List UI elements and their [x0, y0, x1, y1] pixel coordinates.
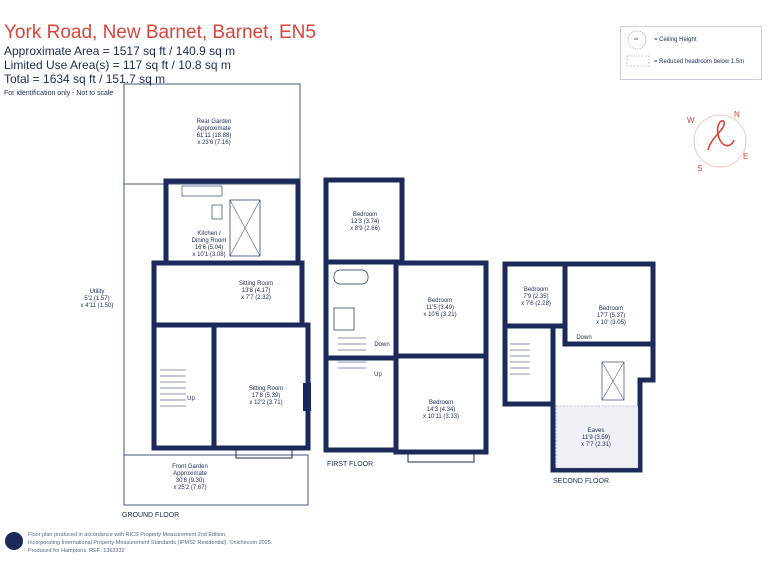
front-garden-outline [123, 454, 309, 506]
stair-label-gf-up: Up [187, 396, 195, 402]
ceiling-height-icon [627, 30, 647, 50]
footer-line-2: Incorporating International Property Mea… [28, 540, 273, 546]
page-title: York Road, New Barnet, Barnet, EN5 [4, 22, 316, 43]
first-bay-window [407, 451, 475, 463]
floor-label-ground: GROUND FLOOR [122, 512, 180, 519]
first-stairs [338, 337, 366, 369]
kitchen-counter [181, 185, 223, 197]
kitchen-hob [211, 204, 223, 220]
second-skylight [601, 361, 625, 401]
kitchen-skylight [229, 199, 261, 257]
stair-label-ff-down: Down [374, 342, 390, 348]
floor-label-first: FIRST FLOOR [327, 461, 374, 468]
ground-stairs [160, 369, 186, 407]
rics-logo-icon [5, 532, 23, 550]
compass-s: S [697, 164, 703, 173]
limited-use-area: Limited Use Area(s) = 117 sq ft / 10.8 s… [4, 58, 231, 72]
ground-floor-walls [151, 178, 311, 451]
second-floor-walls [502, 261, 656, 473]
footer-line-1: Floor plan produced in accordance with R… [28, 532, 227, 538]
compass-n: N [734, 110, 740, 119]
compass-icon [693, 114, 747, 168]
reduced-headroom-label: = Reduced headroom below 1.5m [654, 59, 745, 65]
scale-note: For identification only - Not to scale [4, 90, 114, 97]
shower-icon [333, 307, 355, 331]
approx-area: Approximate Area = 1517 sq ft / 140.9 sq… [4, 44, 236, 58]
ceiling-height-label: = Ceiling Height [654, 37, 697, 43]
legend [620, 26, 762, 80]
stair-label-ff-up: Up [374, 372, 382, 378]
eaves-hatch [555, 405, 639, 469]
compass-w: W [687, 116, 695, 125]
total-area: Total = 1634 sq ft / 151.7 sq m [4, 72, 166, 86]
compass-e: E [743, 152, 749, 161]
ceiling-badge-text: ch [634, 36, 639, 41]
reduced-headroom-icon [626, 55, 650, 67]
second-stairs [510, 343, 530, 375]
stair-label-sf-down: Down [576, 335, 592, 341]
floor-label-second: SECOND FLOOR [553, 478, 610, 485]
footer-line-3: Produced for Hamptons. REF: 1362332 [28, 548, 125, 554]
rear-garden-outline [123, 83, 301, 185]
bath-icon [333, 269, 369, 285]
chimney-breast [303, 383, 311, 411]
bay-window [235, 447, 293, 459]
